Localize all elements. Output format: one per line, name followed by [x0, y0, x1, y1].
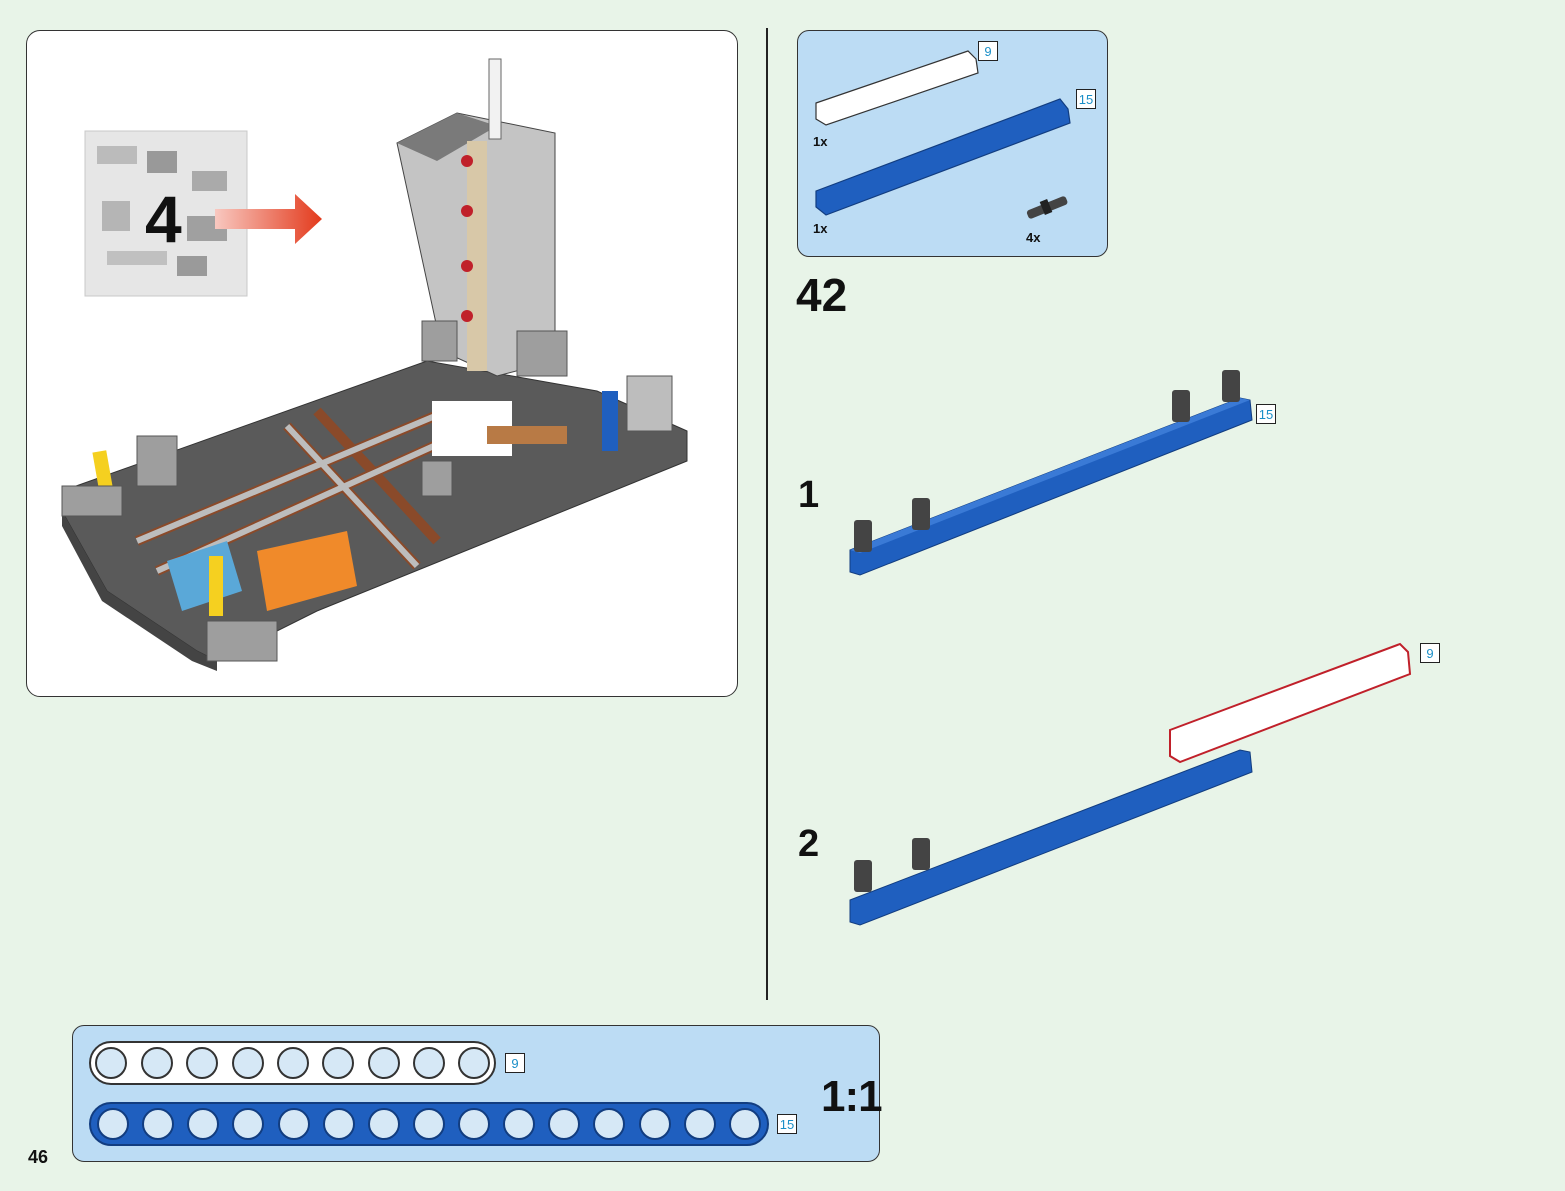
part-quantity: 1x	[813, 134, 828, 149]
model-overview-illustration	[61, 58, 688, 671]
ruler-beam-9	[89, 1041, 496, 1085]
scale-label: 1:1	[821, 1072, 883, 1121]
friction-pin-icon	[854, 370, 1240, 552]
ruler-length-label: 15	[777, 1114, 797, 1134]
substep-number: 1	[798, 474, 820, 516]
beam-length-label: 15	[1256, 404, 1276, 424]
base-plate	[61, 360, 688, 671]
substep-1-illustration	[849, 370, 1253, 576]
beam-length-label: 9	[1420, 643, 1440, 663]
page-number: 46	[28, 1147, 49, 1167]
liftarm-beam-9-icon	[1169, 642, 1412, 764]
arrow-right-icon	[215, 194, 322, 244]
ruler-beam-15	[89, 1102, 769, 1146]
liftarm-beam-15-icon	[815, 98, 1071, 216]
parts-list-panel: 9 1x 15 1x 4x	[797, 30, 1108, 257]
friction-pin-icon	[854, 838, 930, 892]
part-length-label: 9	[978, 41, 998, 61]
part-length-label: 15	[1076, 89, 1096, 109]
overview-panel: 4	[26, 30, 738, 697]
substep-number: 2	[798, 823, 820, 865]
bag-number: 4	[145, 182, 182, 256]
scale-ruler-panel: 9 15 1:1	[72, 1025, 883, 1162]
liftarm-beam-9-icon	[815, 50, 979, 126]
ruler-length-label: 9	[505, 1053, 525, 1073]
page-divider	[766, 28, 768, 1000]
part-quantity: 4x	[1026, 230, 1041, 245]
substep-2-illustration	[849, 642, 1412, 926]
part-quantity: 1x	[813, 221, 828, 236]
beam-holes	[97, 1108, 761, 1140]
friction-pin-icon	[1026, 196, 1068, 219]
tower	[396, 58, 568, 377]
beam-holes	[95, 1047, 490, 1079]
step-number: 42	[796, 269, 848, 321]
